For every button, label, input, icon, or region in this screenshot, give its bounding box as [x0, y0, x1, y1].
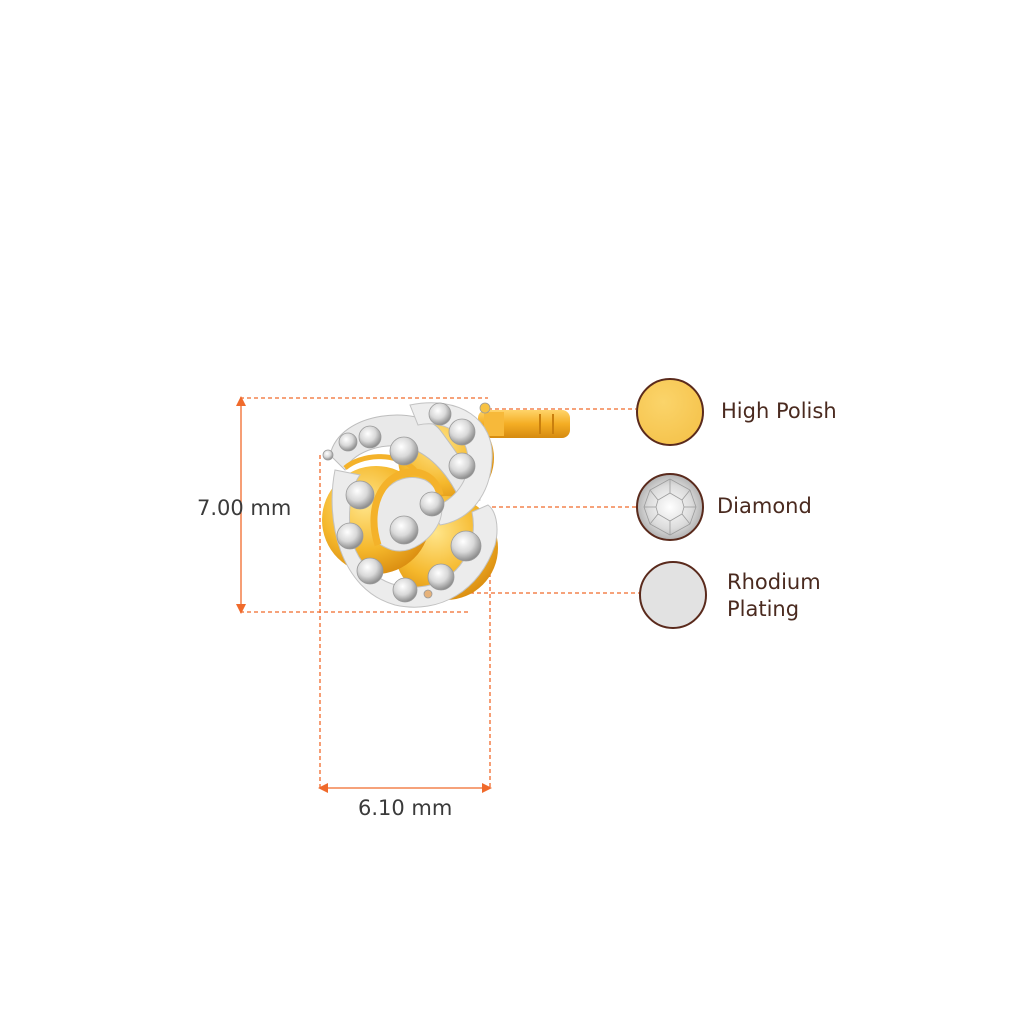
- material-swatches: [636, 378, 707, 629]
- rhodium-plating-swatch-icon: [639, 561, 707, 629]
- high-polish-swatch-icon: [636, 378, 704, 446]
- knot-stud-earring-icon: [322, 402, 570, 608]
- diamond-swatch-icon: [636, 473, 704, 541]
- material-label-line: Diamond: [717, 494, 812, 518]
- material-label-line: Rhodium: [727, 570, 821, 594]
- material-label-line: High Polish: [721, 399, 837, 423]
- material-label-diamond: Diamond: [717, 493, 812, 520]
- pave-diamonds: [322, 402, 491, 603]
- width-dimension-label: 6.10 mm: [358, 796, 453, 820]
- height-dimension-label: 7.00 mm: [197, 496, 292, 520]
- dimension-lines: [236, 396, 640, 793]
- material-label-line: Plating: [727, 597, 800, 621]
- material-label-rhodium-plating: Rhodium Plating: [727, 569, 821, 623]
- height-arrow-top: [236, 396, 246, 406]
- width-arrow-right: [482, 783, 492, 793]
- width-arrow-left: [318, 783, 328, 793]
- height-arrow-bottom: [236, 604, 246, 614]
- material-label-high-polish: High Polish: [721, 398, 837, 425]
